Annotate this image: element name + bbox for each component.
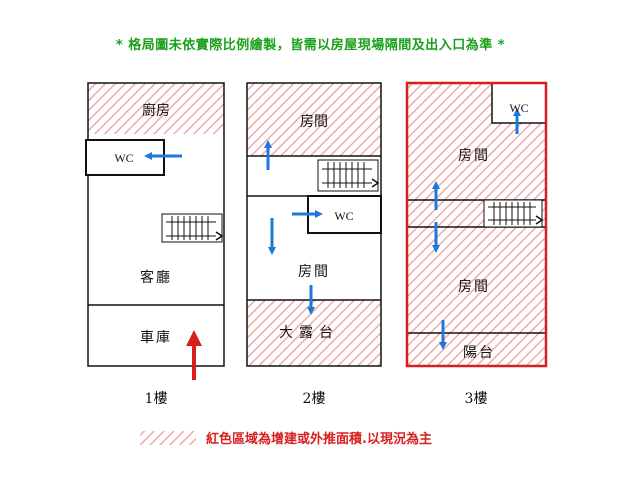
floor-1-wc-label: WC [114, 151, 133, 165]
floor-1-outline [87, 82, 225, 367]
floor-2-plan: 房間 WC 房間 大露台 2樓 [246, 82, 382, 407]
legend-text: 紅色區域為增建或外推面積.以現況為主 [206, 431, 432, 447]
floor-3-top-room-label: 房間 [458, 148, 490, 164]
floor-3-staircase-icon [483, 199, 544, 228]
floor-2-mid-room-label: 房間 [298, 264, 330, 280]
floor-3-wc-box [492, 83, 546, 123]
floor-3-plan: WC 房間 房間 陽台 3樓 [405, 81, 548, 407]
floor-2-label: 2樓 [303, 391, 326, 407]
floor-3-balcony-label: 陽台 [463, 345, 495, 361]
floor-2-wc-label: WC [334, 209, 353, 223]
floor-1-garage-label: 車庫 [140, 329, 172, 346]
floor-1-staircase-icon [161, 213, 224, 243]
floor-3-outline [405, 81, 548, 368]
legend-hatch-swatch [140, 431, 196, 445]
floor-3-wc-walls [491, 83, 546, 124]
floor-3-wc-label: WC [509, 101, 528, 115]
floor-1-label: 1樓 [145, 391, 168, 407]
floor-1-living-label: 客廳 [140, 269, 172, 286]
floor-2-terrace-label: 大露台 [279, 325, 339, 341]
floor-1-kitchen-added-area [88, 83, 224, 134]
floor-1-kitchen-label: 廚房 [142, 102, 170, 119]
floor-1-plan: 廚房 WC 客廳 車庫 1樓 [85, 82, 225, 407]
floor-2-top-room-label: 房間 [300, 114, 328, 130]
notice-banner: * 格局圖未依實際比例繪製，皆需以房屋現場隔間及出入口為準 * [115, 38, 506, 53]
floor-3-bottom-room-label: 房間 [458, 279, 490, 295]
floor-3-label: 3樓 [465, 391, 488, 407]
legend: 紅色區域為增建或外推面積.以現況為主 [140, 431, 432, 447]
floor-2-staircase-icon [317, 159, 380, 192]
